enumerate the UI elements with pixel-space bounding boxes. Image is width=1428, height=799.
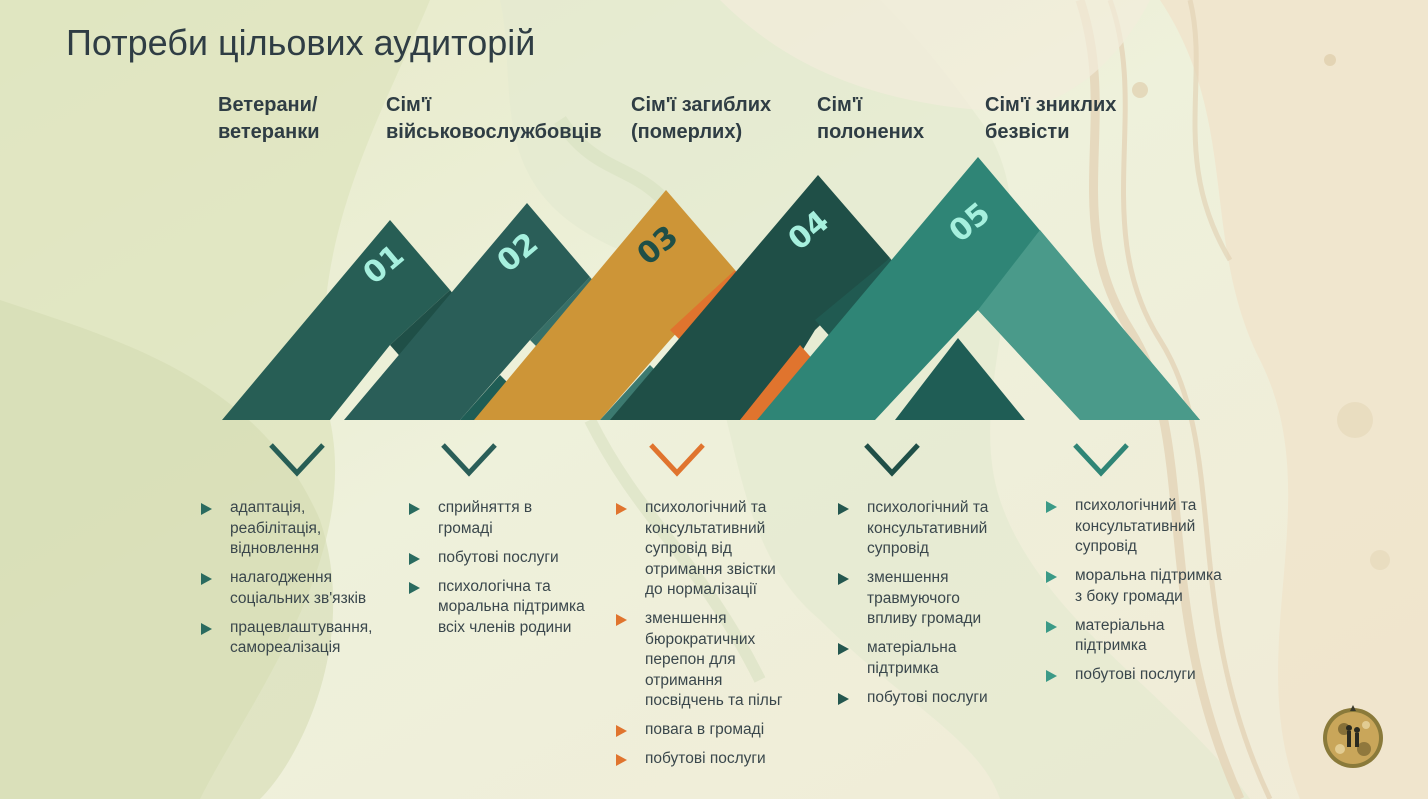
list-item: моральна підтримка з боку громади bbox=[1046, 566, 1256, 607]
list-item: побутові послуги bbox=[616, 749, 816, 770]
bullet-arrow-icon bbox=[616, 614, 627, 626]
list-item-text: налагодження соціальних зв'язків bbox=[230, 569, 367, 607]
bullet-arrow-icon bbox=[201, 503, 212, 515]
bullet-arrow-icon bbox=[616, 503, 627, 515]
list-item-text: побутові послуги bbox=[645, 750, 766, 767]
list-item: побутові послуги bbox=[838, 688, 1038, 709]
bullet-arrow-icon bbox=[1046, 670, 1057, 682]
page-title: Потреби цільових аудиторій bbox=[66, 22, 536, 63]
list-item: побутові послуги bbox=[409, 548, 609, 569]
bullet-arrow-icon bbox=[409, 552, 420, 565]
list-item-text: побутові послуги bbox=[867, 688, 988, 706]
list-item-text: адаптація, реабілітація, відновлення bbox=[230, 499, 322, 557]
list-item: зменшення травмуючого впливу громади bbox=[838, 568, 1038, 630]
list-item-text: психологічна та моральна підтримка всіх … bbox=[438, 577, 585, 636]
list-item-text: побутові послуги bbox=[438, 548, 559, 566]
bullet-arrow-icon bbox=[616, 725, 627, 737]
bullet-arrow-icon bbox=[1046, 620, 1057, 633]
chevron-down-icon bbox=[269, 443, 325, 477]
bullet-arrow-icon bbox=[409, 503, 420, 515]
list-item-text: побутові послуги bbox=[1075, 666, 1196, 683]
bullet-arrow-icon bbox=[838, 643, 849, 655]
organization-logo bbox=[1323, 705, 1383, 768]
list-item: психологічний та консультативний супрові… bbox=[616, 498, 816, 601]
needs-list-families-missing: психологічний та консультативний супрові… bbox=[1046, 496, 1256, 694]
needs-list-veterans: адаптація, реабілітація, відновлення нала… bbox=[201, 498, 401, 667]
column-heading-families-deceased: Сім'ї загиблих (померлих) bbox=[631, 94, 772, 143]
list-item: психологічний та консультативний супрові… bbox=[838, 498, 1038, 560]
bullet-arrow-icon bbox=[201, 622, 212, 635]
bullet-arrow-icon bbox=[1046, 501, 1057, 513]
list-item: зменшення бюрократичних перепон для отри… bbox=[616, 609, 816, 712]
list-item-text: повага в громаді bbox=[645, 721, 765, 738]
bullet-arrow-icon bbox=[1046, 571, 1057, 583]
list-item-text: психологічний та консультативний супрові… bbox=[1075, 497, 1197, 555]
chevron-down-icon bbox=[1073, 443, 1129, 477]
list-item: побутові послуги bbox=[1046, 665, 1256, 686]
list-item: працевлаштування, самореалізація bbox=[201, 618, 401, 659]
chevron-down-icon bbox=[864, 443, 920, 477]
list-item-text: матеріальна підтримка bbox=[1075, 616, 1165, 655]
needs-list-families-captured: психологічний та консультативний супрові… bbox=[838, 498, 1038, 717]
list-item: повага в громаді bbox=[616, 720, 816, 741]
needs-list-families-deceased: психологічний та консультативний супрові… bbox=[616, 498, 816, 778]
list-item-text: психологічний та консультативний супрові… bbox=[645, 499, 776, 598]
list-item: сприйняття в громаді bbox=[409, 498, 609, 539]
bullet-arrow-icon bbox=[838, 503, 849, 515]
list-item: психологічна та моральна підтримка всіх … bbox=[409, 577, 609, 639]
column-heading-families-captured: Сім'ї полонених bbox=[817, 94, 925, 143]
mountain-04: 04 bbox=[610, 175, 905, 420]
bullet-arrow-icon bbox=[616, 754, 627, 766]
list-item: адаптація, реабілітація, відновлення bbox=[201, 498, 401, 560]
list-item-text: матеріальна підтримка bbox=[867, 639, 957, 677]
chevron-down-icon bbox=[649, 443, 705, 477]
list-item-text: психологічний та консультативний супрові… bbox=[867, 499, 989, 557]
bullet-arrow-icon bbox=[409, 581, 420, 594]
column-heading-military-families: Сім'ї військовослужбовців bbox=[386, 94, 602, 143]
list-item: матеріальна підтримка bbox=[1046, 616, 1256, 657]
list-item-text: працевлаштування, самореалізація bbox=[230, 618, 373, 657]
list-item: психологічний та консультативний супрові… bbox=[1046, 496, 1256, 558]
needs-list-military-families: сприйняття в громаді побутові послуги псих… bbox=[409, 498, 609, 647]
bullet-arrow-icon bbox=[838, 692, 849, 705]
mountain-05: 05 bbox=[757, 157, 1200, 420]
list-item: налагодження соціальних зв'язків bbox=[201, 568, 401, 609]
list-item-text: зменшення бюрократичних перепон для отри… bbox=[645, 610, 783, 709]
list-item: матеріальна підтримка bbox=[838, 638, 1038, 679]
column-heading-families-missing: Сім'ї зниклих безвісти bbox=[985, 94, 1117, 143]
bullet-arrow-icon bbox=[838, 573, 849, 585]
column-heading-veterans: Ветерани/ ветеранки bbox=[218, 94, 320, 143]
list-item-text: моральна підтримка з боку громади bbox=[1075, 567, 1222, 605]
chevron-down-icon bbox=[441, 443, 497, 477]
bullet-arrow-icon bbox=[201, 573, 212, 585]
list-item-text: зменшення травмуючого впливу громади bbox=[867, 569, 982, 627]
list-item-text: сприйняття в громаді bbox=[438, 499, 533, 537]
